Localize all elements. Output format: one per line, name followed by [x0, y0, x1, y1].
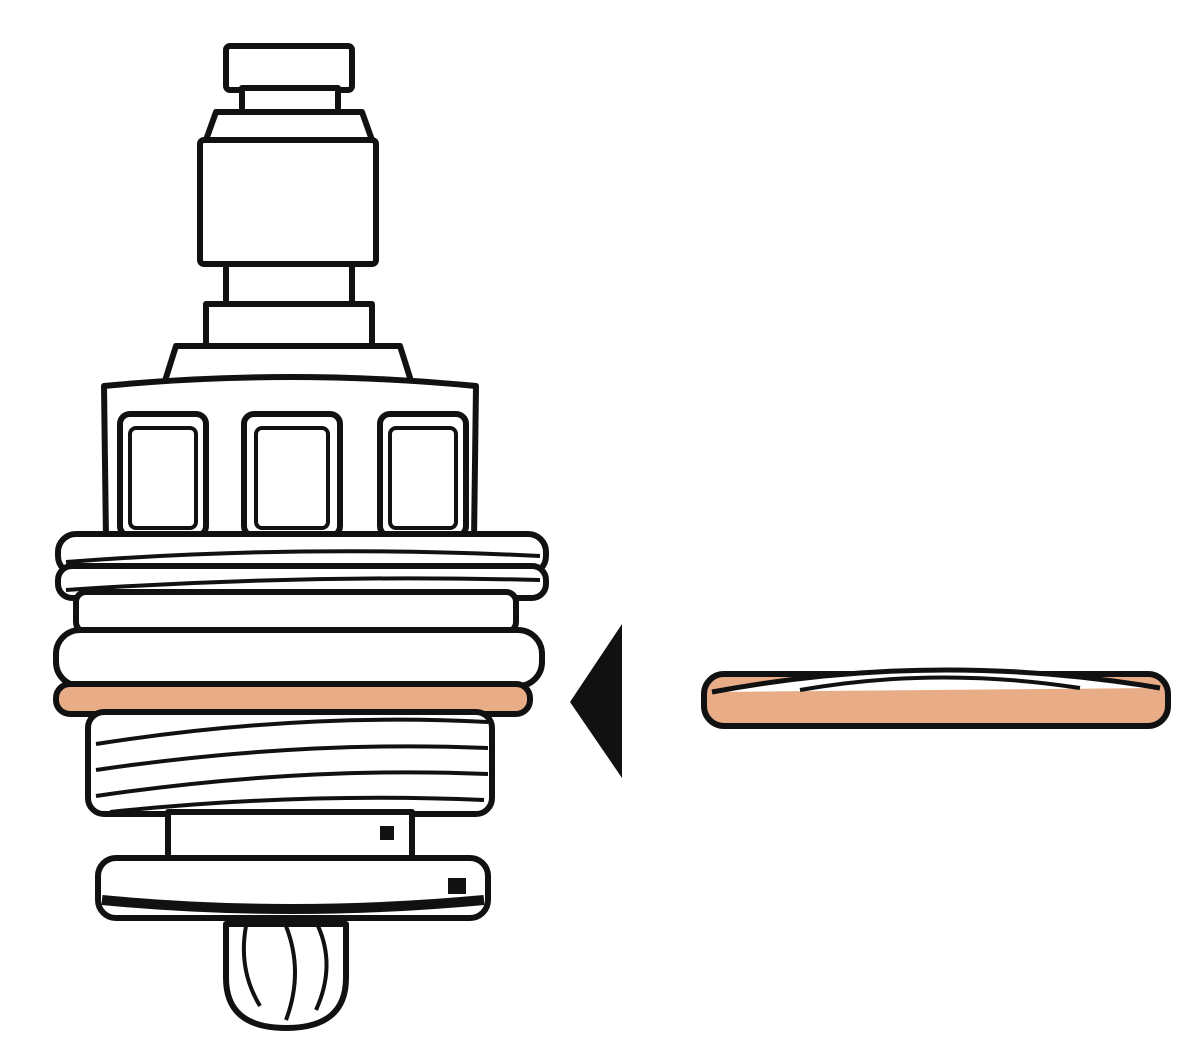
- flange-icon: [95, 855, 491, 921]
- seal-ring-icon: [53, 627, 545, 717]
- arrow-left-icon: [570, 624, 622, 778]
- upper-thread-icon: [55, 531, 549, 635]
- castellated-body-icon: [101, 343, 479, 543]
- washer-icon: [701, 667, 1171, 729]
- neck-icon: [165, 809, 415, 861]
- spindle-icon: [197, 43, 379, 349]
- tip-icon: [223, 921, 349, 1031]
- lower-thread-icon: [85, 709, 495, 817]
